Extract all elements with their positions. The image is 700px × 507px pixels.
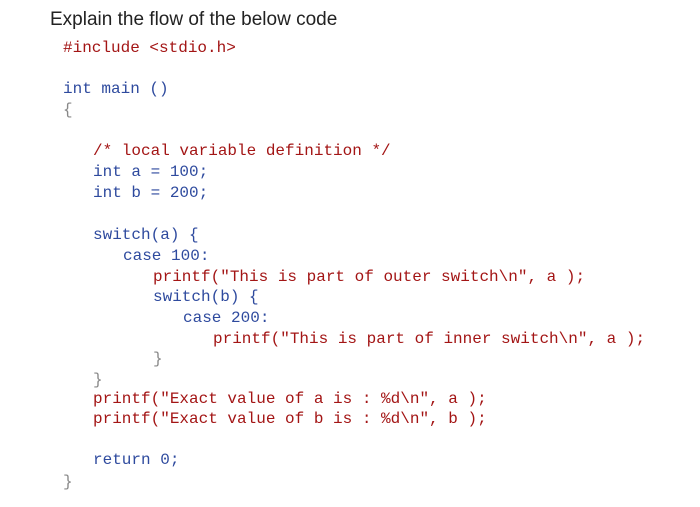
code-line-decl-a: int a = 100; bbox=[93, 163, 209, 181]
code-line-include: #include <stdio.h> bbox=[63, 39, 236, 57]
code-line-printf-b: printf("Exact value of b is : %d\n", b )… bbox=[93, 410, 487, 428]
code-line-open-brace-main: { bbox=[63, 101, 73, 119]
code-line-printf-inner: printf("This is part of inner switch\n",… bbox=[213, 330, 646, 348]
code-line-case-100: case 100: bbox=[123, 247, 210, 265]
code-line-close-inner: } bbox=[153, 350, 163, 368]
code-line-switch-b: switch(b) { bbox=[153, 288, 259, 306]
code-line-close-outer: } bbox=[93, 371, 103, 389]
code-line-comment: /* local variable definition */ bbox=[93, 142, 391, 160]
code-line-printf-outer: printf("This is part of outer switch\n",… bbox=[153, 268, 586, 286]
code-line-switch-a: switch(a) { bbox=[93, 226, 199, 244]
code-line-printf-a: printf("Exact value of a is : %d\n", a )… bbox=[93, 390, 487, 408]
question-text: Explain the flow of the below code bbox=[50, 9, 338, 30]
code-line-return: return 0; bbox=[93, 451, 180, 469]
code-line-case-200: case 200: bbox=[183, 309, 270, 327]
code-line-decl-b: int b = 200; bbox=[93, 184, 209, 202]
code-line-close-brace-main: } bbox=[63, 473, 73, 491]
code-line-main-signature: int main () bbox=[63, 80, 169, 98]
